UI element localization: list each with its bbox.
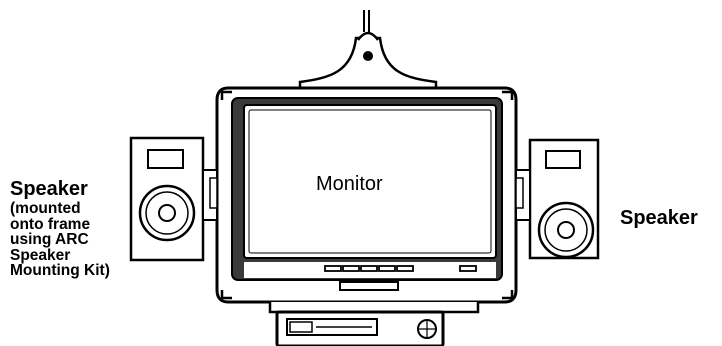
left-speaker xyxy=(129,136,205,262)
right-mounting-bracket xyxy=(515,169,531,221)
antenna-cable xyxy=(363,10,370,32)
monitor-label: Monitor xyxy=(316,173,383,195)
left-speaker-mounting-note: (mounted onto frame using ARC Speaker Mo… xyxy=(10,201,140,279)
note-line: using ARC xyxy=(10,231,89,248)
player-unit xyxy=(275,310,445,346)
monitor-frame xyxy=(215,86,518,304)
top-mount-bracket xyxy=(298,31,438,90)
bracket-knob-icon xyxy=(363,51,373,61)
left-mounting-bracket xyxy=(202,169,218,221)
right-speaker-label: Speaker xyxy=(620,207,698,229)
left-speaker-label: Speaker xyxy=(10,178,88,200)
right-speaker xyxy=(528,138,600,260)
screen-face xyxy=(243,104,497,259)
note-line: onto frame xyxy=(10,215,91,233)
front-control-buttons xyxy=(324,265,477,272)
note-line: Mounting Kit) xyxy=(10,262,110,279)
note-line: (mounted xyxy=(10,200,81,217)
note-line: Speaker xyxy=(10,246,71,264)
